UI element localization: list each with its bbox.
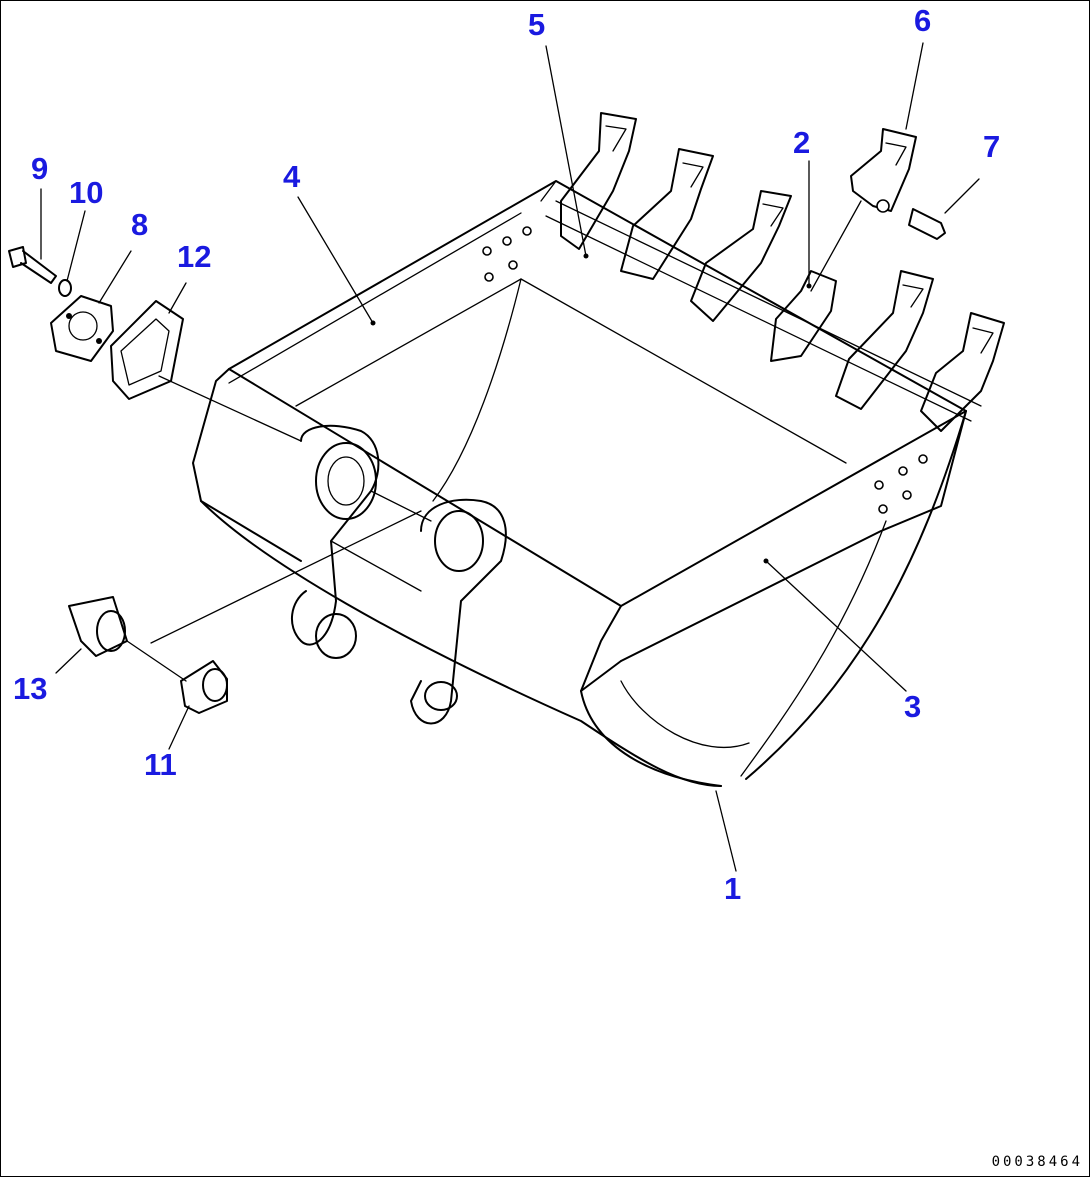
callout-12: 12 (177, 239, 212, 274)
tooth-3 (690, 190, 792, 322)
callout-4: 4 (283, 159, 301, 194)
plate-8 (50, 295, 114, 362)
callout-3: 3 (904, 689, 922, 724)
bucket-body (192, 180, 967, 787)
callout-11: 11 (144, 747, 177, 782)
tooth-5 (835, 270, 934, 410)
washer-10 (58, 279, 72, 297)
callout-6: 6 (914, 3, 932, 38)
leader-lines (40, 42, 980, 872)
bushing-11 (180, 660, 228, 714)
drawing-number: 00038464 (991, 1154, 1083, 1170)
tooth-1 (560, 112, 637, 250)
callout-10: 10 (69, 175, 104, 210)
callout-8: 8 (131, 207, 149, 242)
bolt-9 (8, 246, 57, 284)
callout-1: 1 (724, 871, 742, 906)
tooth-6 (920, 312, 1005, 432)
teeth-row (545, 200, 982, 422)
callout-9: 9 (31, 151, 49, 186)
tooth-4 (770, 270, 837, 362)
callout-2: 2 (793, 125, 811, 160)
pin-7 (908, 208, 946, 240)
callout-7: 7 (983, 129, 1001, 164)
tooth-2 (620, 148, 714, 280)
tooth-exploded-6 (850, 128, 917, 213)
callout-13: 13 (13, 671, 48, 706)
callout-5: 5 (528, 7, 546, 42)
bushing-13 (68, 596, 128, 657)
boss-bracket (290, 424, 507, 725)
shim-12 (110, 300, 184, 400)
